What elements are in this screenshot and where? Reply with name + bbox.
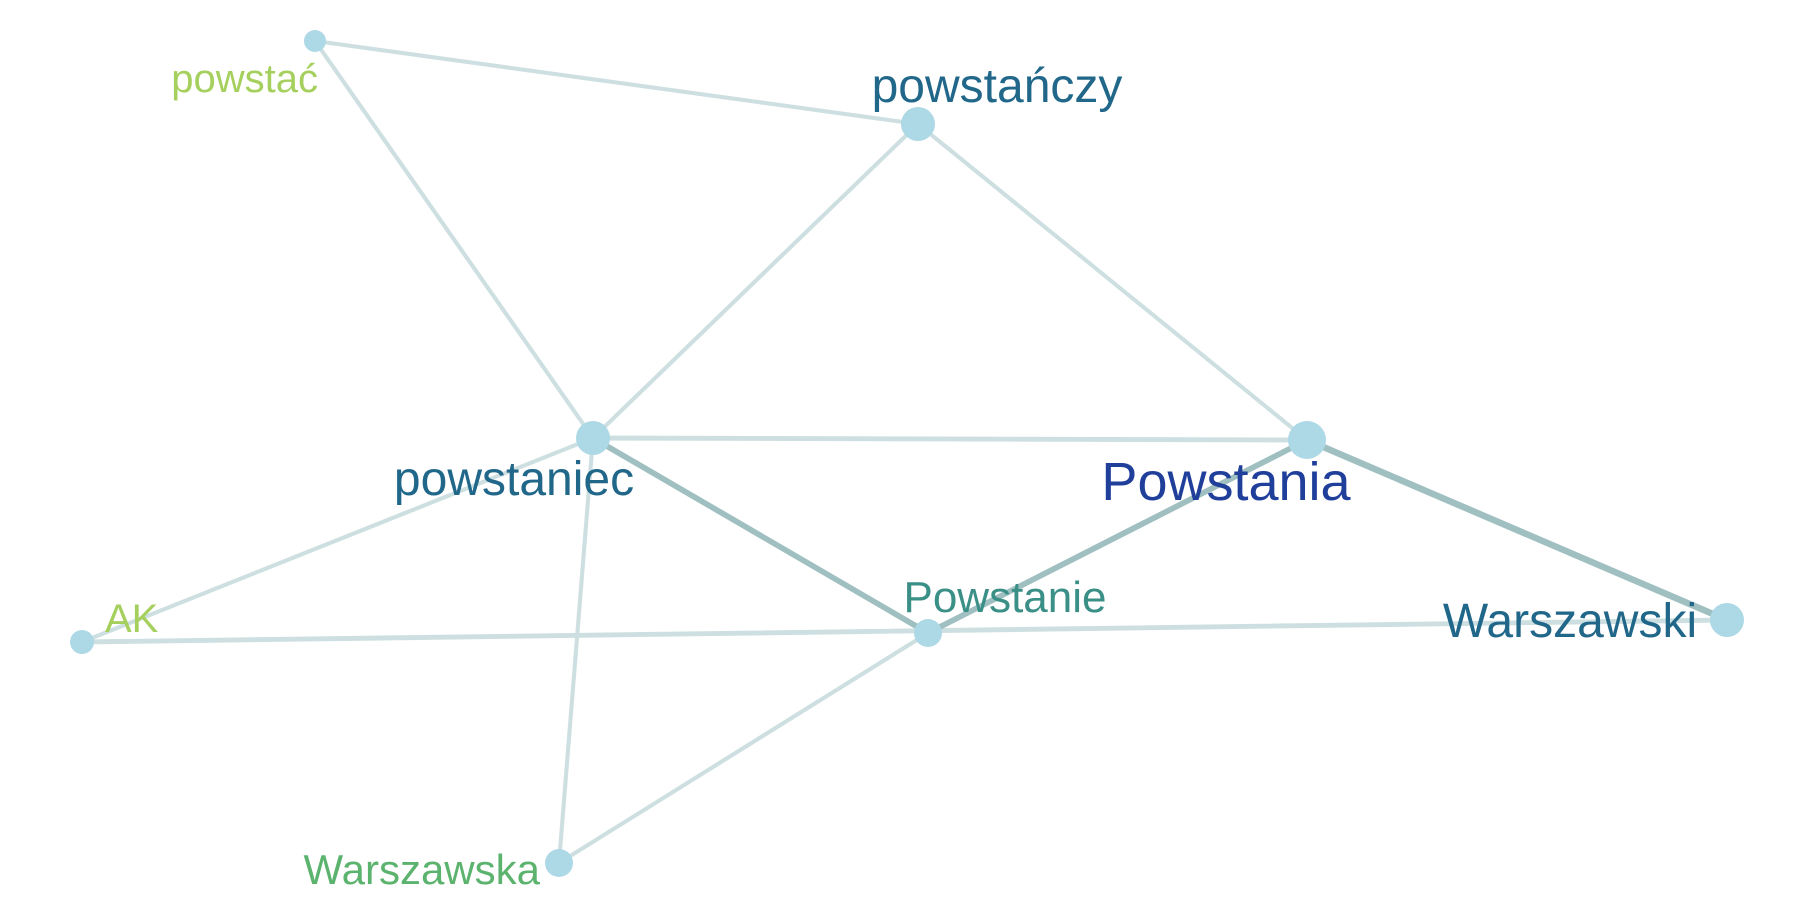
edge-powstaniec-Warszawska [556, 435, 596, 866]
node-powstac [304, 30, 326, 52]
edge-Powstanie-Warszawska [556, 630, 931, 866]
edge-Powstanie-Powstania [925, 437, 1310, 636]
edges-layer [79, 38, 1731, 866]
node-Powstanie [914, 619, 942, 647]
node-label-powstac: powstać [171, 57, 318, 101]
edge-powstaniec-AK [79, 435, 596, 645]
node-label-Powstania: Powstania [1101, 452, 1351, 512]
node-powstanczy [901, 107, 935, 141]
edge-powstanczy-powstaniec [590, 121, 921, 441]
node-label-powstaniec: powstaniec [394, 453, 634, 506]
edge-powstac-powstanczy [312, 38, 921, 127]
node-Warszawska [545, 849, 573, 877]
node-label-Warszawski: Warszawski [1443, 595, 1697, 648]
node-Powstania [1288, 421, 1326, 459]
node-powstaniec [576, 421, 610, 455]
node-label-Warszawska: Warszawska [304, 846, 541, 893]
edge-powstaniec-Powstania [590, 435, 1310, 443]
edge-powstac-powstaniec [312, 38, 596, 441]
edge-Powstania-Warszawski [1303, 436, 1731, 624]
node-Warszawski [1710, 603, 1744, 637]
node-label-AK: AK [105, 597, 159, 641]
edge-powstanczy-Powstania [915, 121, 1310, 443]
edge-powstaniec-Powstanie [590, 435, 931, 636]
nodes-layer [70, 30, 1744, 877]
edge-AK-Warszawski [79, 617, 1730, 645]
node-AK [70, 630, 94, 654]
node-label-Powstanie: Powstanie [903, 573, 1106, 622]
node-label-powstanczy: powstańczy [872, 60, 1123, 113]
